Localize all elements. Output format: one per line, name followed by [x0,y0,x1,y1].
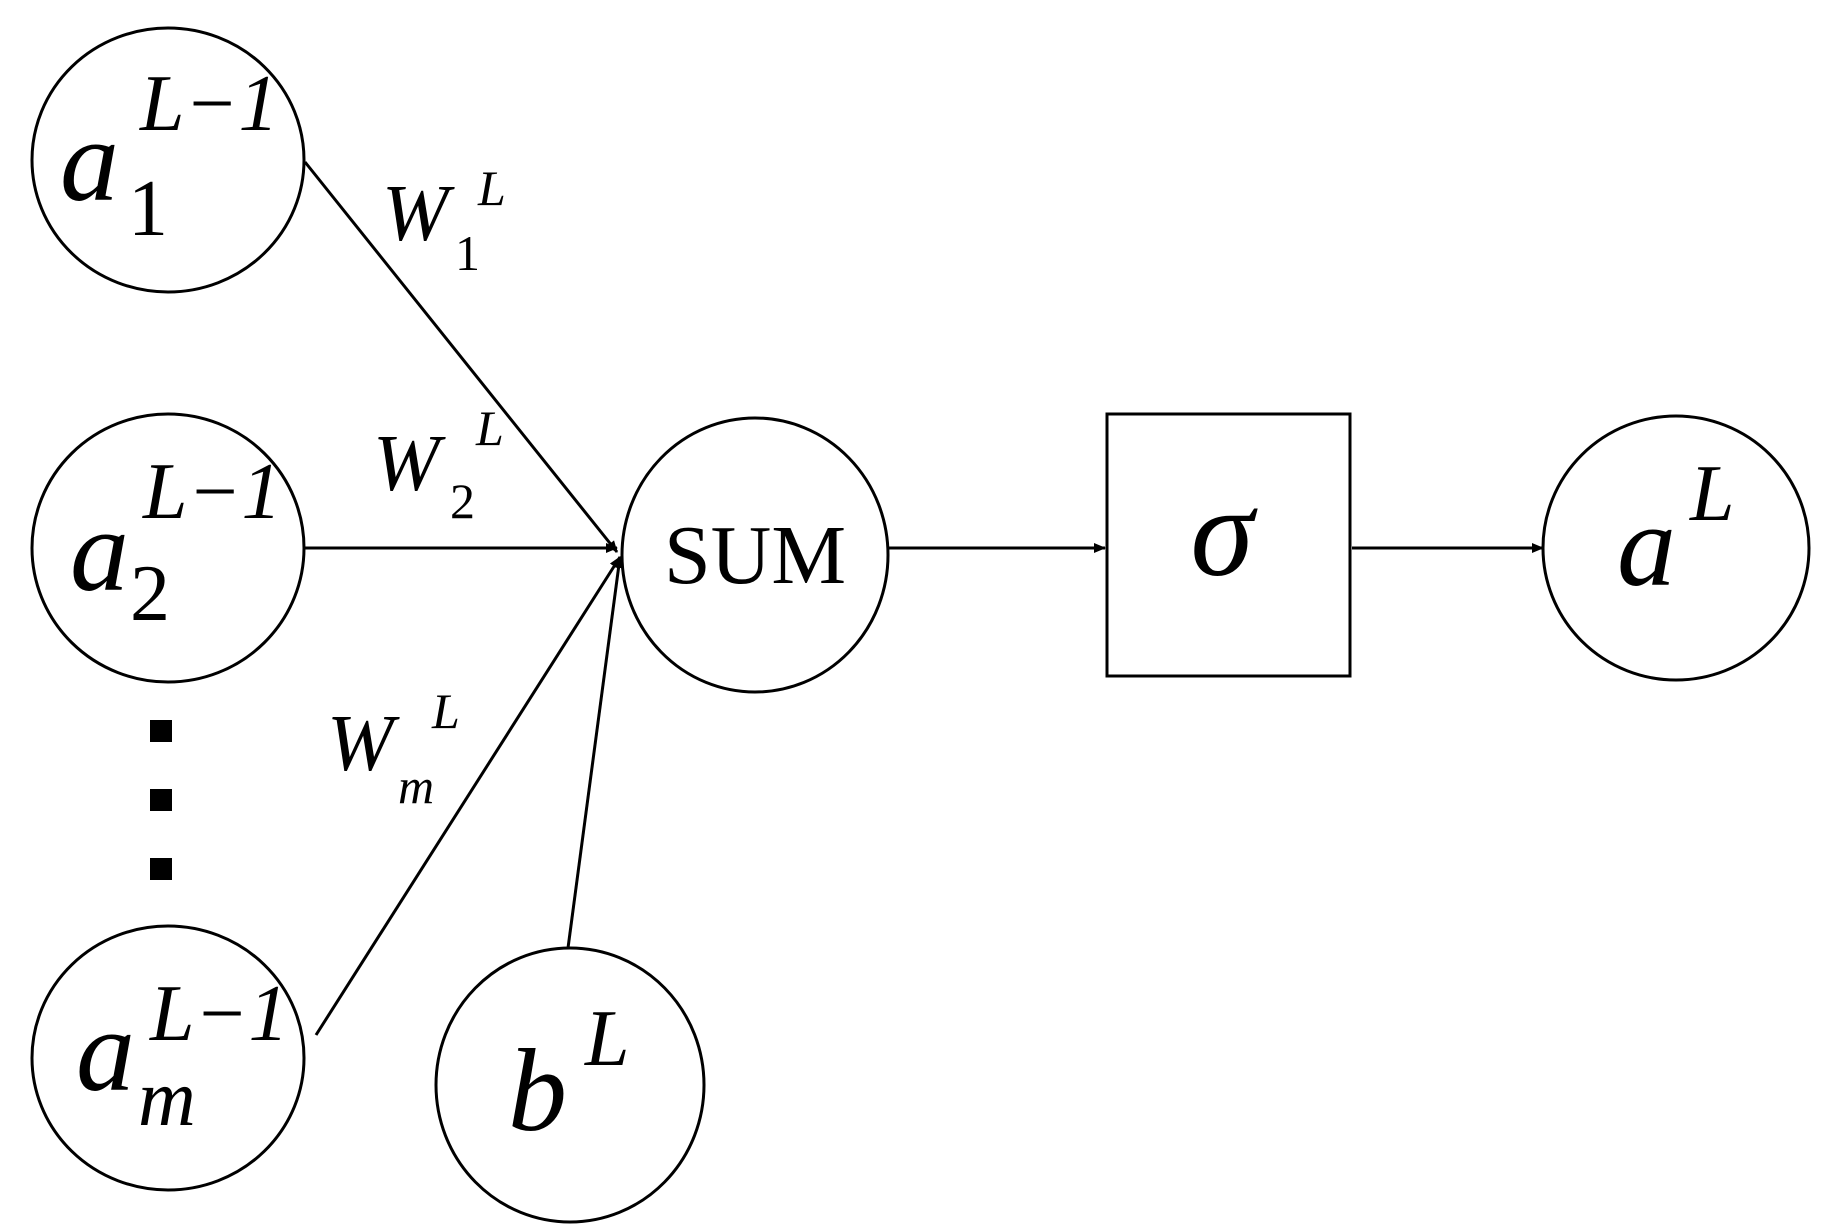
vertical-ellipsis [150,720,172,880]
output-sup: L [1689,450,1735,538]
input-m-sub: m [138,1055,196,1143]
output-node [1541,414,1811,682]
activation-box [1105,412,1352,678]
input-2-sub: 2 [130,550,170,638]
weight-1-sup: L [477,160,506,216]
weight-2-base: W [373,420,446,508]
edge-bias-to-sum [566,556,624,949]
edge-input1-to-sum [303,161,619,553]
input-2-sup: L−1 [142,448,281,536]
sum-node [620,416,890,694]
input-2-base: a [70,485,129,616]
weight-m-sub: m [398,758,434,814]
input-1-sup: L−1 [139,60,278,148]
bias-base: b [508,1025,567,1156]
weight-2-sub: 2 [450,473,475,529]
weight-m-base: W [327,700,400,788]
input-1-sub: 1 [128,165,168,253]
weight-1-sub: 1 [455,225,480,281]
input-node-1 [30,26,306,294]
input-m-base: a [76,985,135,1116]
input-1-base: a [60,95,119,226]
input-node-m [30,924,306,1192]
edge-inputm-to-sum [314,556,622,1036]
sum-label: SUM [664,509,846,602]
weight-m-sup: L [431,683,460,739]
bias-sup: L [584,995,630,1083]
edges [303,161,1544,1036]
input-m-sup: L−1 [149,970,288,1058]
input-node-2 [30,412,306,684]
activation-label: σ [1190,461,1258,603]
weight-1-base: W [382,170,455,258]
output-base: a [1617,480,1676,611]
bias-node [434,946,706,1224]
weight-2-sup: L [475,400,504,456]
